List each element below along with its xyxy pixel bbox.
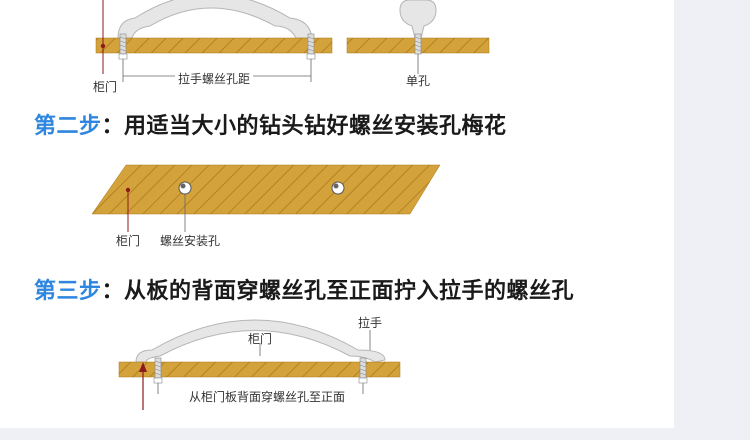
step2-screw-hole-label: 螺丝安装孔 <box>160 234 221 248</box>
step2-illustration <box>91 164 441 232</box>
step3-handle-label: 拉手 <box>358 316 383 330</box>
step1-single-hole-label: 单孔 <box>406 74 431 88</box>
step1-hole-distance-label: 拉手螺丝孔距 <box>175 70 254 87</box>
step1-door-marker <box>100 43 106 49</box>
step3-instruction-label: 从柜门板背面穿螺丝孔至正面 <box>186 388 349 405</box>
step2-text: 用适当大小的钻头钻好螺丝安装孔梅花 <box>124 114 507 139</box>
step3-board <box>118 361 401 378</box>
step1-board <box>95 37 333 54</box>
step3-text: 从板的背面穿螺丝孔至正面拧入拉手的螺丝孔 <box>124 279 575 304</box>
step2-door-marker <box>125 187 131 193</box>
step3-heading: 第三步：从板的背面穿螺丝孔至正面拧入拉手的螺丝孔 <box>34 273 574 305</box>
step3-door-label: 柜门 <box>248 332 273 346</box>
step1-door-label: 柜门 <box>93 80 118 94</box>
step2-door-label: 柜门 <box>116 234 141 248</box>
step2-number: 第二步 <box>34 114 102 139</box>
arrow-up-icon <box>139 362 147 372</box>
step2-heading: 第二步：用适当大小的钻头钻好螺丝安装孔梅花 <box>34 108 507 140</box>
step3-handle <box>135 319 386 363</box>
step1-knob <box>399 0 437 39</box>
step2-hole-right <box>331 181 345 195</box>
step1-handle <box>117 0 313 39</box>
step3-number: 第三步 <box>34 279 102 304</box>
step2-board <box>91 164 441 215</box>
step3-illustration <box>118 319 401 410</box>
step2-hole-left <box>178 181 192 195</box>
step3-colon: ： <box>101 279 125 304</box>
step1-illustration <box>95 0 490 82</box>
step2-colon: ： <box>101 114 125 139</box>
